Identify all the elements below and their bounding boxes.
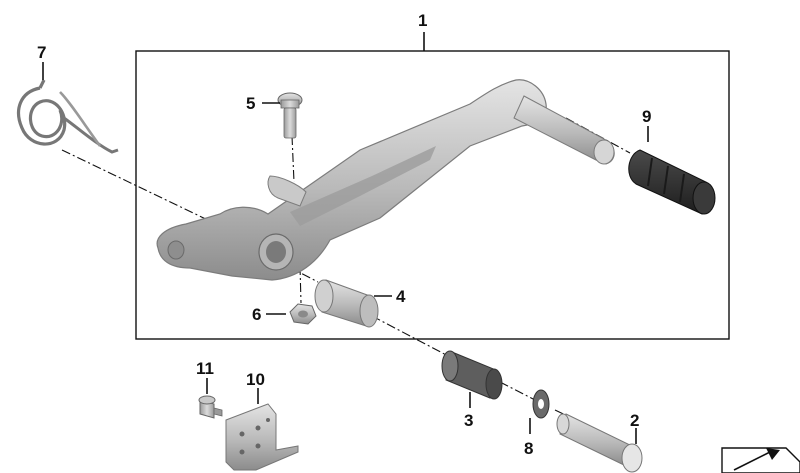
assembly-frame bbox=[135, 50, 730, 340]
small-screw-part bbox=[198, 395, 223, 419]
bracket-part bbox=[225, 403, 299, 471]
callout-label-2: 2 bbox=[630, 411, 639, 430]
bushing-part bbox=[314, 279, 379, 328]
pedal-rubber-part bbox=[628, 149, 716, 215]
callout-label-8: 8 bbox=[524, 439, 533, 458]
sleeve-part bbox=[441, 350, 503, 400]
return-spring-part bbox=[17, 79, 119, 154]
pivot-bolt-part bbox=[556, 413, 643, 473]
callout-label-11: 11 bbox=[196, 359, 214, 378]
brake-pedal-lever-part bbox=[156, 79, 615, 281]
callout-label-1: 1 bbox=[418, 11, 427, 30]
callout-label-3: 3 bbox=[464, 411, 473, 430]
callout-label-6: 6 bbox=[252, 305, 261, 324]
callout-label-4: 4 bbox=[396, 287, 406, 306]
callout-label-10: 10 bbox=[246, 370, 265, 389]
washer-part bbox=[532, 389, 550, 419]
screw-part bbox=[277, 92, 303, 139]
callout-label-5: 5 bbox=[246, 94, 255, 113]
exploded-view-icon bbox=[721, 447, 800, 473]
leader-lines bbox=[42, 32, 649, 444]
callout-label-7: 7 bbox=[37, 43, 46, 62]
nut-part bbox=[289, 303, 317, 325]
callout-label-9: 9 bbox=[642, 107, 651, 126]
